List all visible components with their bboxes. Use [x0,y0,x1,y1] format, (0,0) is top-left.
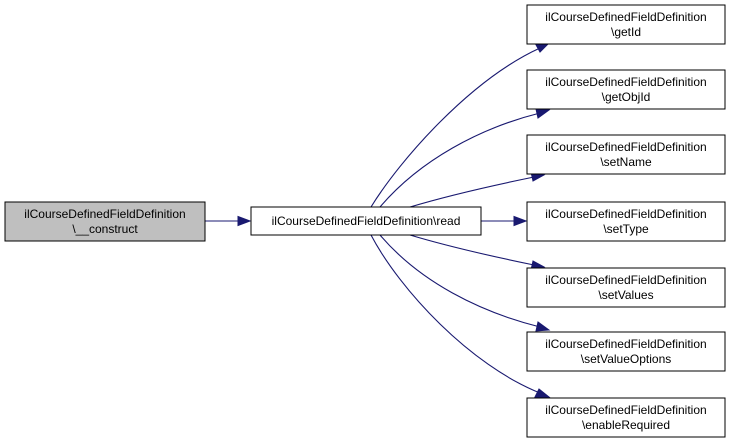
node-setValues-line1: ilCourseDefinedFieldDefinition [545,273,706,287]
node-construct-line1: ilCourseDefinedFieldDefinition [24,207,185,221]
node-enableRequired-box [526,397,726,438]
arrowhead-enableRequired [534,388,551,398]
node-getObjId-box [526,69,726,110]
node-getId-box [526,4,726,45]
node-setValueOptions-line2: \setValueOptions [581,352,672,366]
node-getId-line2: \getId [611,25,641,39]
node-enableRequired-line2: \enableRequired [582,418,670,432]
edge-read-to-setValues [409,234,535,266]
node-getId[interactable]: ilCourseDefinedFieldDefinition \getId [526,4,726,45]
node-setValues-box [526,267,726,308]
node-setValueOptions-box [526,331,726,372]
node-setName-line1: ilCourseDefinedFieldDefinition [545,140,706,154]
edge-read-to-getId [370,47,541,208]
node-construct[interactable]: ilCourseDefinedFieldDefinition \__constr… [4,201,206,242]
node-setType-box [526,201,726,242]
node-getObjId-line2: \getObjId [602,90,651,104]
node-getObjId[interactable]: ilCourseDefinedFieldDefinition \getObjId [526,69,726,110]
node-setType[interactable]: ilCourseDefinedFieldDefinition \setType [526,201,726,242]
edge-read-to-setValueOptions [379,234,541,328]
node-setValueOptions-line1: ilCourseDefinedFieldDefinition [545,337,706,351]
node-read-box [250,206,482,236]
edge-read-to-enableRequired [370,234,541,394]
node-setName[interactable]: ilCourseDefinedFieldDefinition \setName [526,134,726,175]
node-getObjId-line1: ilCourseDefinedFieldDefinition [545,75,706,89]
edge-read-to-getObjId [379,112,541,208]
node-enableRequired-line1: ilCourseDefinedFieldDefinition [545,403,706,417]
arrowhead-setValueOptions [535,321,551,332]
arrowhead-read [237,215,252,227]
node-read-label: ilCourseDefinedFieldDefinition\read [272,214,461,228]
node-setName-line2: \setName [600,155,652,169]
node-construct-box [4,201,206,242]
node-setValues-line2: \setValues [598,288,653,302]
node-getId-line1: ilCourseDefinedFieldDefinition [545,10,706,24]
node-setType-line1: ilCourseDefinedFieldDefinition [545,207,706,221]
node-setValueOptions[interactable]: ilCourseDefinedFieldDefinition \setValue… [526,331,726,372]
node-enableRequired[interactable]: ilCourseDefinedFieldDefinition \enableRe… [526,397,726,438]
edge-read-to-setName [409,176,535,208]
node-construct-line2: \__construct [72,222,138,236]
node-setType-line2: \setType [603,222,649,236]
arrowhead-setType [513,215,528,227]
node-read[interactable]: ilCourseDefinedFieldDefinition\read [250,206,482,236]
node-setValues[interactable]: ilCourseDefinedFieldDefinition \setValue… [526,267,726,308]
node-setName-box [526,134,726,175]
